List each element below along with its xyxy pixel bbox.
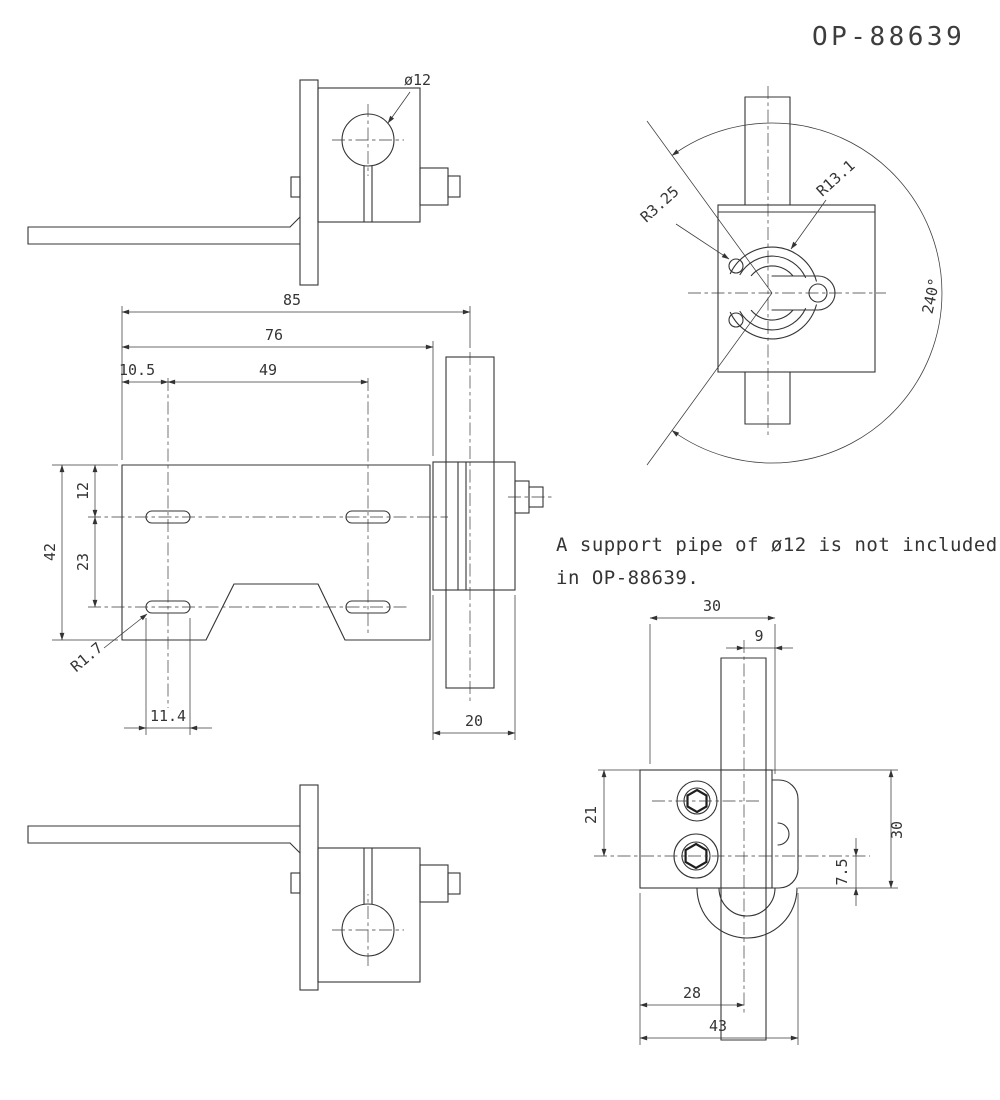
front-view: 85 76 10.5 49 42 12 23 11.4 20 R1.7 [41,291,554,740]
dim-11-4: 11.4 [150,707,186,725]
dim-12: 12 [74,482,92,500]
dim-pipe-dia: ø12 [404,71,431,89]
center-lines [88,352,554,708]
support-pipe [744,96,791,425]
extension-lines [52,306,516,740]
note-line-2: in OP-88639. [556,567,699,589]
mounting-plate-outline [121,464,431,641]
side-view-top: ø12 [27,71,461,286]
clamp-side-view: 30 9 21 30 7.5 28 43 [582,597,906,1045]
swing-arc [646,120,943,466]
dim-30-right: 30 [888,821,906,839]
dim-28: 28 [683,984,701,1002]
bracket-side-profile [27,79,461,286]
dimensions: 30 9 21 30 7.5 28 43 [582,597,906,1041]
note: A support pipe of ø12 is not included in… [556,534,998,589]
dim-r-small: R3.25 [637,182,683,226]
support-pipe [720,640,767,1041]
dim-20: 20 [465,712,483,730]
note-line-1: A support pipe of ø12 is not included [556,534,998,556]
dim-76: 76 [265,326,283,344]
swing-range-view: R3.25 R13.1 240° [637,86,944,466]
dim-r-large: R13.1 [813,156,859,200]
mounting-slots [145,510,391,614]
dim-swing-angle: 240° [919,276,944,315]
dim-42: 42 [41,543,59,561]
pipe-dia-callout: ø12 [387,71,431,124]
pivot-lever [728,246,836,340]
dim-21: 21 [582,806,600,824]
dim-43: 43 [709,1017,727,1035]
dim-7-5: 7.5 [833,858,851,885]
clamp-body [639,769,799,939]
dim-85: 85 [283,291,301,309]
support-pipe [445,356,495,689]
clamp-body [717,204,876,373]
dim-r1-7: R1.7 [67,639,106,676]
extension-lines [598,624,898,1045]
side-view-bottom [27,784,461,991]
drawing-number: OP-88639 [812,22,965,52]
dim-30-top: 30 [703,597,721,615]
dim-10-5: 10.5 [119,361,155,379]
pipe-clamp [432,461,544,591]
dimensions: 85 76 10.5 49 42 12 23 11.4 20 R1.7 [41,291,516,736]
dim-23: 23 [74,553,92,571]
dim-9: 9 [754,627,763,645]
dim-49: 49 [259,361,277,379]
